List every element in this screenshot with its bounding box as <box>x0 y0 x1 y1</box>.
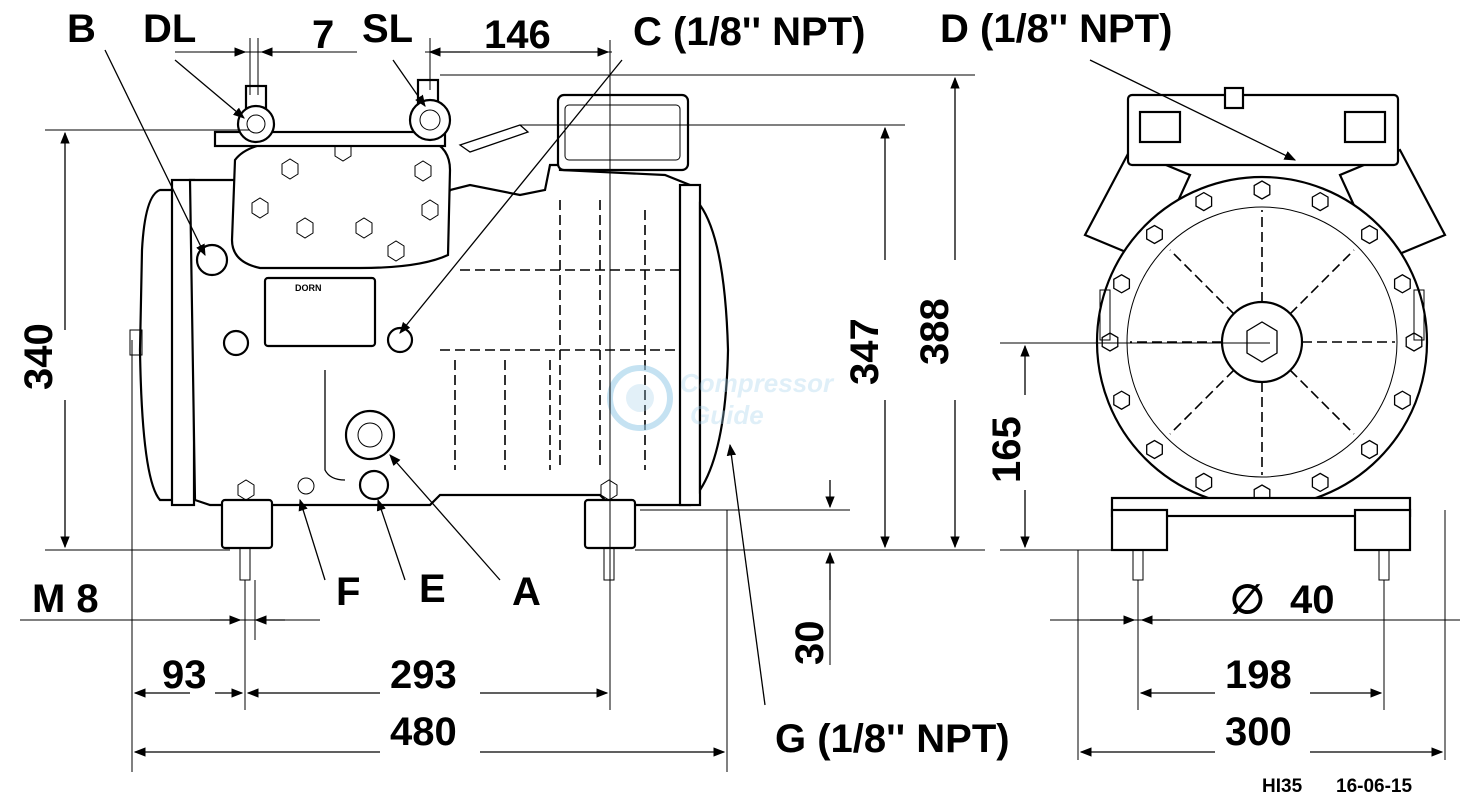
drawing-date: 16-06-15 <box>1336 776 1412 797</box>
cover-bolt-icon <box>1146 439 1163 460</box>
cover-bolt-icon <box>1311 191 1329 212</box>
dim-146: 146 <box>484 13 551 57</box>
name-plate-brand: DORN <box>295 283 322 293</box>
cover-bolt-icon <box>1393 390 1411 410</box>
label-c: C (1/8'' NPT) <box>633 10 865 54</box>
dim-480: 480 <box>390 710 457 754</box>
label-d: D (1/8'' NPT) <box>940 7 1172 51</box>
dim-293: 293 <box>390 653 457 697</box>
watermark-line1: Compressor <box>680 368 835 398</box>
cover-bolt-icon <box>1253 180 1271 200</box>
dim-165: 165 <box>985 416 1029 483</box>
cover-bolt-icon <box>1113 274 1131 294</box>
dim-7: 7 <box>312 13 334 57</box>
watermark: Compressor Guide <box>607 365 835 431</box>
dimension-lines <box>20 38 1460 772</box>
label-e: E <box>419 567 446 611</box>
front-view <box>1083 86 1447 581</box>
label-g: G (1/8'' NPT) <box>775 717 1010 761</box>
label-dl: DL <box>143 7 196 51</box>
cover-bolt-icon <box>1361 224 1378 245</box>
cover-bolt-icon <box>1113 390 1131 410</box>
label-f: F <box>336 570 360 614</box>
dim-300: 300 <box>1225 710 1292 754</box>
dim-340: 340 <box>17 323 61 390</box>
cover-bolt-icon <box>1195 472 1213 493</box>
dim-198: 198 <box>1225 653 1292 697</box>
labels: B DL 7 SL 146 C (1/8'' NPT) D (1/8'' NPT… <box>17 7 1412 797</box>
label-b: B <box>67 7 96 51</box>
label-a: A <box>512 570 541 614</box>
watermark-line2: Guide <box>690 400 764 430</box>
cover-bolt-icon <box>1146 224 1163 245</box>
cover-bolt-icon <box>1101 332 1119 352</box>
cover-bolt-icon <box>1311 472 1329 493</box>
side-view: DORN <box>129 78 730 581</box>
label-sl: SL <box>362 7 413 51</box>
cover-bolt-icon <box>1405 332 1423 352</box>
dim-347: 347 <box>843 318 887 385</box>
cover-bolt-icon <box>1361 439 1378 460</box>
cover-bolt-icon <box>1195 191 1213 212</box>
dim-30: 30 <box>788 621 832 666</box>
dim-93: 93 <box>162 653 207 697</box>
diameter-symbol: ∅ <box>1230 578 1265 622</box>
label-m8: M 8 <box>32 577 99 621</box>
cover-bolt-icon <box>1393 274 1411 294</box>
drawing-id: HI35 <box>1262 776 1303 797</box>
dim-diameter-40: 40 <box>1290 578 1335 622</box>
dim-388: 388 <box>913 298 957 365</box>
